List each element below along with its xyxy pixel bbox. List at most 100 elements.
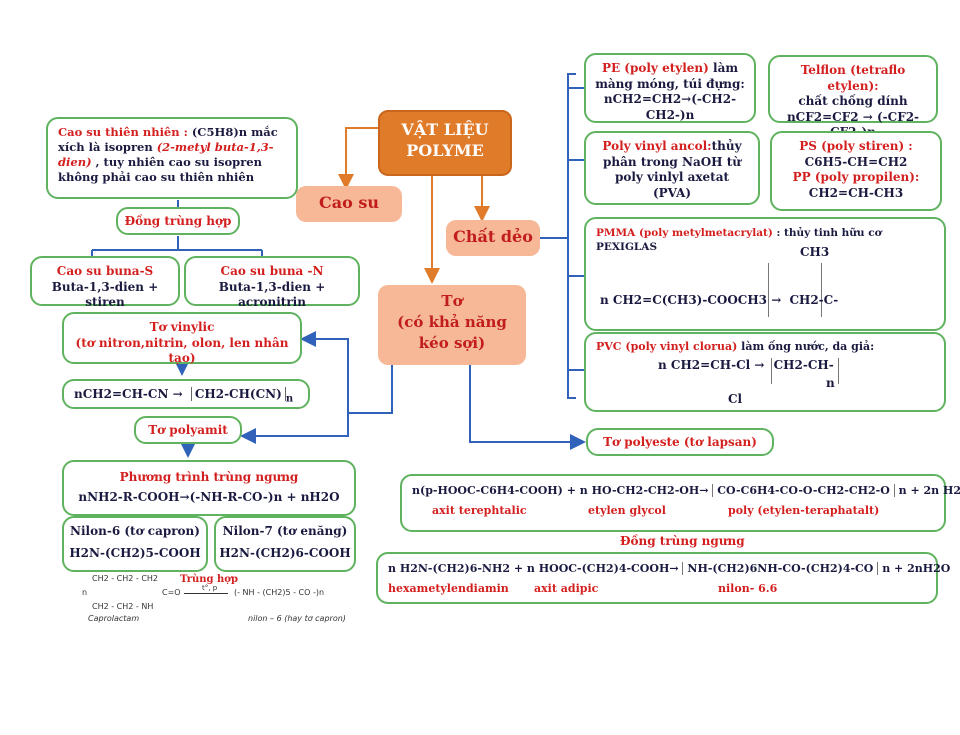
nilon7-box: Nilon-7 (tơ enăng) H2N-(CH2)6-COOH — [214, 516, 356, 572]
capro-label: Caprolactam — [88, 614, 140, 623]
buna-n-box: Cao su buna -N Buta-1,3-dien + acronitri… — [184, 256, 360, 309]
nilon7-formula: H2N-(CH2)6-COOH — [219, 545, 351, 560]
to-node: Tơ (có khả năng kéo sợi) — [378, 285, 526, 365]
caprolactam-scheme: CH2 - CH2 - CH2 n C=O CH2 - CH2 - NH Cap… — [80, 572, 370, 628]
pe-desc: làm màng móng, túi đựng: — [595, 61, 745, 91]
pe-eq: nCH2=CH2→(-CH2-CH2-)n — [603, 92, 737, 122]
condensation-title: Phương trình trùng ngưng — [119, 470, 299, 484]
nitron-eq-n: n — [285, 393, 294, 405]
pvc-n: n — [826, 376, 835, 390]
pvc-name: PVC (poly vinyl clorua) — [596, 340, 738, 353]
natural-rubber-text2: (2-metyl buta-1,3-dien) — [58, 139, 274, 169]
pmma-eq: n CH2=C(CH3)-COOCH3 → CH2-C- — [600, 293, 838, 309]
condensation-box: Phương trình trùng ngưng nNH2-R-COOH→(-N… — [62, 460, 356, 516]
cao-su-label: Cao su — [319, 193, 379, 212]
copolymerization-label: Đồng trùng hợp — [124, 214, 232, 228]
buna-n-desc: Buta-1,3-dien + acronitrin — [218, 279, 326, 310]
pvc-eq-left: n CH2=CH-Cl → — [658, 358, 765, 372]
natural-rubber-text1: (C5H8)n mắc xích là isopren — [58, 125, 278, 154]
nitron-eq-left: nCH2=CH-CN → — [74, 387, 183, 401]
pp-name: PP (poly propilen): — [792, 170, 920, 185]
capro-reaction-arrow — [184, 593, 228, 594]
buna-n-name: Cao su buna -N — [220, 264, 324, 278]
polyester-label-glycol: etylen glycol — [588, 504, 666, 518]
pmma-box: PMMA (poly metylmetacrylat) : thủy tinh … — [584, 217, 946, 331]
copolymerization-box: Đồng trùng hợp — [116, 207, 240, 235]
pmma-eq-unit: CH2-C- — [789, 293, 839, 307]
nylon66-eq-left: n H2N-(CH2)6-NH2 + n HOOC-(CH2)4-COOH→ — [388, 562, 679, 575]
to-label-2: (có khả năng — [397, 313, 507, 331]
ps-formula: C6H5-CH=CH2 — [804, 154, 908, 169]
capro-product-label: nilon – 6 (hay tơ capron) — [248, 614, 346, 623]
buna-s-box: Cao su buna-S Buta-1,3-dien + stiren — [30, 256, 180, 309]
buna-s-name: Cao su buna-S — [56, 264, 154, 278]
polyamit-label: Tơ polyamit — [148, 423, 228, 437]
polyester-title-box: Tơ polyeste (tơ lapsan) — [586, 428, 774, 456]
pva-name: Poly vinyl ancol: — [602, 139, 712, 153]
pmma-desc: : thủy tinh hữu cơ PEXIGLAS — [596, 227, 882, 253]
orange-arrows — [338, 127, 490, 284]
polyester-eq-left: n(p-HOOC-C6H4-COOH) + n HO-CH2-CH2-OH→ — [412, 484, 709, 497]
pe-name: PE (poly etylen) — [601, 61, 709, 75]
pe-box: PE (poly etylen) làm màng móng, túi đựng… — [584, 53, 756, 123]
nylon66-label-diamine: hexametylendiamin — [388, 582, 509, 596]
teflon-desc: chất chống dính — [798, 94, 908, 109]
vinylic-desc: (tơ nitron,nitrin, olon, len nhân tạo) — [75, 335, 289, 366]
capro-arrow-label: Trùng hợp — [180, 574, 238, 585]
chat-deo-node: Chất dẻo — [446, 220, 540, 256]
capro-co: C=O — [162, 588, 181, 597]
nylon66-eq-unit: NH-(CH2)6NH-CO-(CH2)4-CO — [682, 562, 879, 575]
pvc-desc: làm ống nước, da giả: — [737, 340, 875, 353]
pmma-ch3: CH3 — [800, 245, 830, 259]
ps-pp-box: PS (poly stiren) : C6H5-CH=CH2 PP (poly … — [770, 131, 942, 211]
pva-box: Poly vinyl ancol:thủy phân trong NaOH từ… — [584, 131, 760, 205]
to-label-1: Tơ — [441, 292, 463, 310]
nilon7-name: Nilon-7 (tơ enăng) — [222, 524, 348, 538]
nitron-equation-box: nCH2=CH-CN → CH2-CH(CN)n — [62, 379, 310, 409]
nylon66-label-product: nilon- 6.6 — [718, 582, 778, 596]
pvc-box: PVC (poly vinyl clorua) làm ống nước, da… — [584, 332, 946, 412]
cao-su-node: Cao su — [296, 186, 402, 222]
main-title-line2: POLYME — [406, 140, 484, 160]
natural-rubber-box: Cao su thiên nhiên : (C5H8)n mắc xích là… — [46, 117, 298, 199]
nilon6-box: Nilon-6 (tơ capron) H2N-(CH2)5-COOH — [62, 516, 208, 572]
pmma-eq-left: n CH2=C(CH3)-COOCH3 → — [600, 293, 782, 307]
pvc-cl: Cl — [728, 392, 743, 406]
nylon66-eq-right: n + 2nH2O — [882, 562, 951, 575]
capro-n: n — [82, 588, 88, 597]
pvc-eq: n CH2=CH-Cl → CH2-CH- — [658, 358, 839, 384]
blue-lines — [91, 73, 586, 458]
polyester-eq-unit: CO-C6H4-CO-O-CH2-CH2-O — [712, 484, 895, 497]
pvc-eq-unit: CH2-CH- — [770, 358, 839, 384]
pmma-name: PMMA (poly metylmetacrylat) — [596, 227, 773, 239]
to-label-3: kéo sợi) — [418, 334, 486, 352]
capro-product: (- NH - (CH2)5 - CO -)n — [234, 588, 325, 597]
vinylic-box: Tơ vinylic (tơ nitron,nitrin, olon, len … — [62, 312, 302, 366]
nilon6-formula: H2N-(CH2)5-COOH — [69, 545, 201, 560]
natural-rubber-text3: , tuy nhiên cao su isopren không phải ca… — [58, 154, 262, 184]
teflon-box: Telflon (tetraflo etylen): chất chống dí… — [768, 55, 938, 139]
nylon66-title: Đồng trùng ngưng — [620, 534, 745, 548]
nylon66-label-acid: axit adipic — [534, 582, 599, 596]
chat-deo-label: Chất dẻo — [453, 227, 533, 246]
nitron-eq-unit: CH2-CH(CN) — [190, 387, 286, 401]
polyester-label-product: poly (etylen-teraphatalt) — [728, 504, 880, 518]
teflon-name: Telflon (tetraflo etylen): — [800, 63, 906, 93]
polyester-label-acid: axit terephtalic — [432, 504, 527, 518]
main-title-line1: VẬT LIỆU — [401, 120, 489, 139]
capro-row2: CH2 - CH2 - NH — [92, 602, 154, 611]
buna-s-desc: Buta-1,3-dien + stiren — [51, 279, 159, 310]
polyester-labels: axit terephtalic etylen glycol poly (ety… — [412, 504, 934, 520]
main-node: VẬT LIỆU POLYME — [378, 110, 512, 176]
nilon6-name: Nilon-6 (tơ capron) — [70, 524, 200, 538]
nylon66-labels: hexametylendiamin axit adipic nilon- 6.6 — [388, 582, 926, 598]
pva-desc: thủy phân trong NaOH từ poly vinlyl axet… — [603, 139, 742, 200]
capro-condition: t°, p — [202, 584, 218, 592]
polyester-title: Tơ polyeste (tơ lapsan) — [603, 435, 757, 449]
polyester-equation-box: n(p-HOOC-C6H4-COOH) + n HO-CH2-CH2-OH→ C… — [400, 474, 960, 532]
vinylic-name: Tơ vinylic — [149, 320, 215, 334]
pp-formula: CH2=CH-CH3 — [808, 185, 904, 200]
nylon66-equation-box: n H2N-(CH2)6-NH2 + n HOOC-(CH2)4-COOH→ N… — [376, 552, 950, 604]
polyamit-box: Tơ polyamit — [134, 416, 242, 444]
